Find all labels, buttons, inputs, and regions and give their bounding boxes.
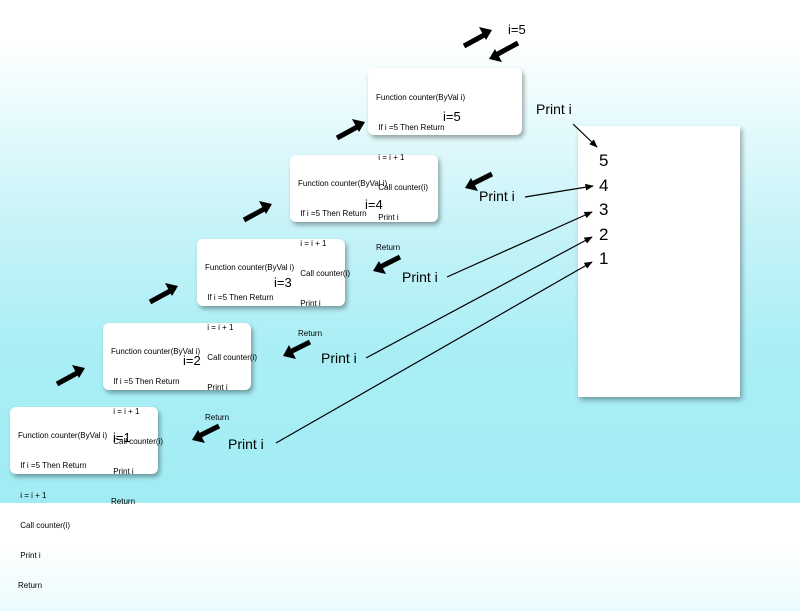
return-arrow-icon [465, 171, 494, 191]
output-value-5: 5 [599, 151, 609, 170]
code-line: If i =5 Then Return [111, 377, 180, 386]
frame-i-value-3: i=3 [274, 275, 292, 290]
code-line: Function counter(ByVal i) [376, 93, 466, 102]
print-arrow-2 [365, 236, 593, 359]
code-line: Print i [205, 383, 228, 392]
call-arrow-icon [335, 119, 365, 141]
print-arrow-1 [275, 261, 593, 444]
code-line: If i =5 Then Return [205, 293, 274, 302]
code-line: Print i [376, 213, 399, 222]
code-line: i = i + 1 [111, 407, 140, 416]
return-arrow-icon [373, 254, 402, 274]
frame-i-value-1: i=1 [113, 430, 131, 445]
call-arrow-icon [462, 27, 492, 49]
print-arrow-3 [446, 211, 593, 278]
output-value-1: 1 [599, 249, 609, 268]
code-block-2: Function counter(ByVal i) If i =5 Then R… [111, 327, 200, 527]
call-arrow-icon [55, 365, 85, 387]
call-arrow-icon [148, 283, 178, 305]
code-line: Call counter(i) [18, 521, 71, 530]
code-line: Call counter(i) [298, 269, 351, 278]
print-label-2: Print i [321, 350, 357, 366]
code-line: i = i + 1 [298, 239, 327, 248]
code-line: Function counter(ByVal i) [18, 431, 108, 440]
code-line: Print i [18, 551, 41, 560]
code-line: Return [298, 329, 323, 338]
return-arrow-icon [192, 423, 221, 443]
code-line: Call counter(i) [376, 183, 429, 192]
frame-i-value-4: i=4 [365, 197, 383, 212]
code-line: Call counter(i) [205, 353, 258, 362]
print-arrow-4 [524, 183, 594, 198]
print-arrow-5 [572, 123, 598, 148]
code-block-4: Function counter(ByVal i) If i =5 Then R… [298, 159, 387, 359]
code-line: If i =5 Then Return [18, 461, 87, 470]
frame-i-value-2: i=2 [183, 353, 201, 368]
code-line: Return [111, 497, 136, 506]
code-line: i = i + 1 [376, 153, 405, 162]
return-arrow-icon [489, 40, 520, 62]
code-line: i = i + 1 [205, 323, 234, 332]
code-line: Function counter(ByVal i) [205, 263, 295, 272]
return-arrow-icon [283, 339, 312, 359]
print-label-4: Print i [479, 188, 515, 204]
code-line: Return [18, 581, 43, 590]
top-i-label: i=5 [508, 22, 526, 37]
arrows-overlay [55, 27, 598, 444]
code-line: If i =5 Then Return [376, 123, 445, 132]
print-label-5: Print i [536, 101, 572, 117]
print-label-3: Print i [402, 269, 438, 285]
print-label-1: Print i [228, 436, 264, 452]
stack-frame-4: Function counter(ByVal i) If i =5 Then R… [290, 155, 438, 338]
stack-frame-2: Function counter(ByVal i) If i =5 Then R… [103, 323, 251, 506]
code-line: Function counter(ByVal i) [298, 179, 388, 188]
stack-frame-5: Function counter(ByVal i) If i =5 Then R… [368, 68, 522, 252]
code-line: Print i [111, 467, 134, 476]
code-line: Function counter(ByVal i) [111, 347, 201, 356]
output-value-4: 4 [599, 176, 609, 195]
code-line: Return [205, 413, 230, 422]
code-line: Call counter(i) [111, 437, 164, 446]
code-line: Return [376, 243, 401, 252]
code-block-5: Function counter(ByVal i) If i =5 Then R… [376, 73, 465, 273]
output-panel: 5 4 3 2 1 [578, 126, 740, 397]
call-arrow-icon [242, 201, 272, 223]
code-line: i = i + 1 [18, 491, 47, 500]
output-value-2: 2 [599, 225, 609, 244]
output-value-3: 3 [599, 200, 609, 219]
stack-frame-3: Function counter(ByVal i) If i =5 Then R… [197, 239, 345, 422]
code-block-3: Function counter(ByVal i) If i =5 Then R… [205, 243, 294, 443]
code-line: If i =5 Then Return [298, 209, 367, 218]
frame-i-value-5: i=5 [443, 109, 461, 124]
code-line: Print i [298, 299, 321, 308]
